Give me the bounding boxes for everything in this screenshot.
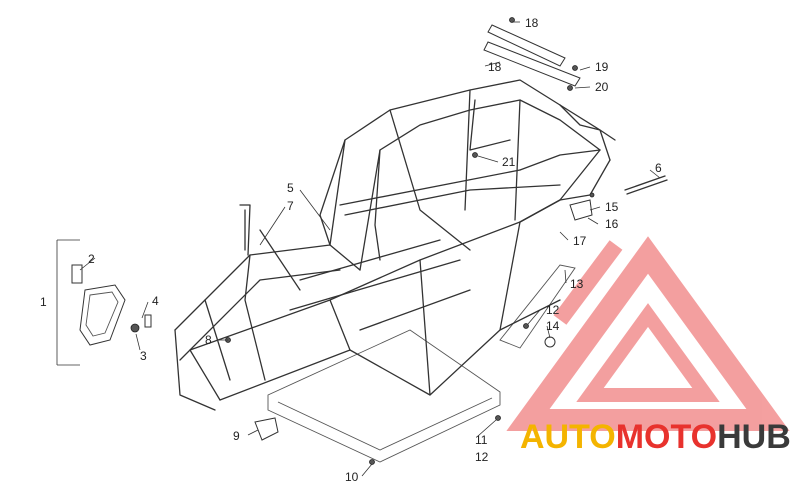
callout-10: 10 xyxy=(345,470,359,484)
skid-plate xyxy=(267,329,501,463)
watermark-text: AUTOMOTOHUB xyxy=(520,418,791,456)
chassis-frame xyxy=(174,79,616,411)
callout-13: 13 xyxy=(570,277,584,291)
callout-1: 1 xyxy=(40,295,47,309)
seat-rails xyxy=(483,17,581,91)
callout-15: 15 xyxy=(605,200,619,214)
watermark-auto: AUTO xyxy=(520,418,616,456)
callout-21: 21 xyxy=(502,155,516,169)
small-parts xyxy=(225,152,595,465)
leader-lines xyxy=(79,21,661,477)
callout-12-right: 12 xyxy=(546,303,560,317)
callout-7: 7 xyxy=(287,199,294,213)
spring-part xyxy=(624,175,668,195)
callout-18-top: 18 xyxy=(525,16,539,30)
callout-17: 17 xyxy=(573,234,587,248)
callout-4: 4 xyxy=(152,294,159,308)
callout-6: 6 xyxy=(655,161,662,175)
callout-8: 8 xyxy=(205,333,212,347)
callout-5: 5 xyxy=(287,181,294,195)
callout-9: 9 xyxy=(233,429,240,443)
callout-20: 20 xyxy=(595,80,609,94)
side-panel xyxy=(499,264,576,349)
callout-19: 19 xyxy=(595,60,609,74)
headlight-assembly xyxy=(56,239,152,366)
watermark-moto: MOTO xyxy=(616,418,717,456)
callout-3: 3 xyxy=(140,349,147,363)
callout-labels: 1 2 3 4 5 6 7 8 9 10 11 12 12 13 14 15 1… xyxy=(40,16,662,484)
callout-14: 14 xyxy=(546,319,560,333)
callout-2: 2 xyxy=(88,252,95,266)
callout-18-mid: 18 xyxy=(488,60,502,74)
callout-11: 11 xyxy=(475,433,488,447)
svg-text:AUTOMOTOHUB: AUTOMOTOHUB xyxy=(520,418,791,456)
watermark-hub: HUB xyxy=(717,418,791,456)
callout-12-bottom: 12 xyxy=(475,450,489,464)
callout-16: 16 xyxy=(605,217,619,231)
watermark-logo xyxy=(506,236,790,431)
